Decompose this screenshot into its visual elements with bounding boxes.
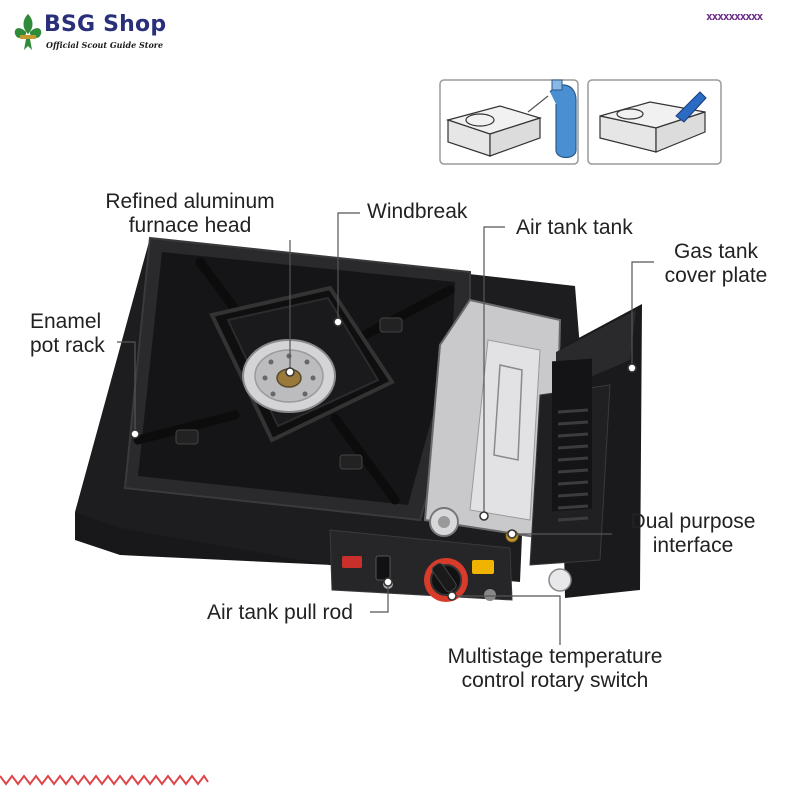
callout-dots bbox=[130, 317, 637, 601]
label-pot-rack-line2: pot rack bbox=[30, 334, 105, 357]
label-rotary-switch-line1: Multistage temperature bbox=[447, 645, 663, 668]
brand-name: BSG Shop bbox=[44, 12, 167, 37]
label-interface: Dual purpose interface bbox=[618, 510, 768, 558]
label-windbreak: Windbreak bbox=[367, 200, 468, 223]
label-furnace-head-line2: furnace head bbox=[128, 214, 252, 237]
stove-body bbox=[75, 236, 642, 602]
inset-thumbnail-canister-loaded bbox=[587, 79, 722, 165]
label-furnace-head: Refined aluminum furnace head bbox=[90, 190, 290, 238]
label-cover-plate: Gas tank cover plate bbox=[656, 240, 776, 288]
label-rotary-switch: Multistage temperature control rotary sw… bbox=[430, 645, 680, 693]
label-cover-plate-line1: Gas tank bbox=[673, 240, 759, 263]
label-furnace-head-line1: Refined aluminum bbox=[105, 190, 275, 213]
inset-thumbnail-insert-canister bbox=[439, 79, 579, 165]
label-cover-plate-line2: cover plate bbox=[664, 264, 768, 287]
label-interface-line1: Dual purpose bbox=[630, 510, 756, 533]
label-pull-rod: Air tank pull rod bbox=[207, 601, 353, 624]
fleur-de-lis-logo-icon bbox=[14, 14, 42, 50]
label-rotary-switch-line2: control rotary switch bbox=[461, 669, 649, 692]
label-pot-rack: Enamel pot rack bbox=[30, 310, 105, 358]
callout-lines bbox=[117, 212, 654, 645]
label-interface-line2: interface bbox=[652, 534, 734, 557]
label-air-tank: Air tank tank bbox=[516, 216, 633, 239]
brand-tagline: Official Scout Guide Store bbox=[46, 40, 164, 50]
corner-marks: xxxxxxxxxx bbox=[706, 10, 763, 23]
label-pot-rack-line1: Enamel bbox=[30, 310, 102, 333]
zigzag-decoration bbox=[0, 774, 209, 786]
